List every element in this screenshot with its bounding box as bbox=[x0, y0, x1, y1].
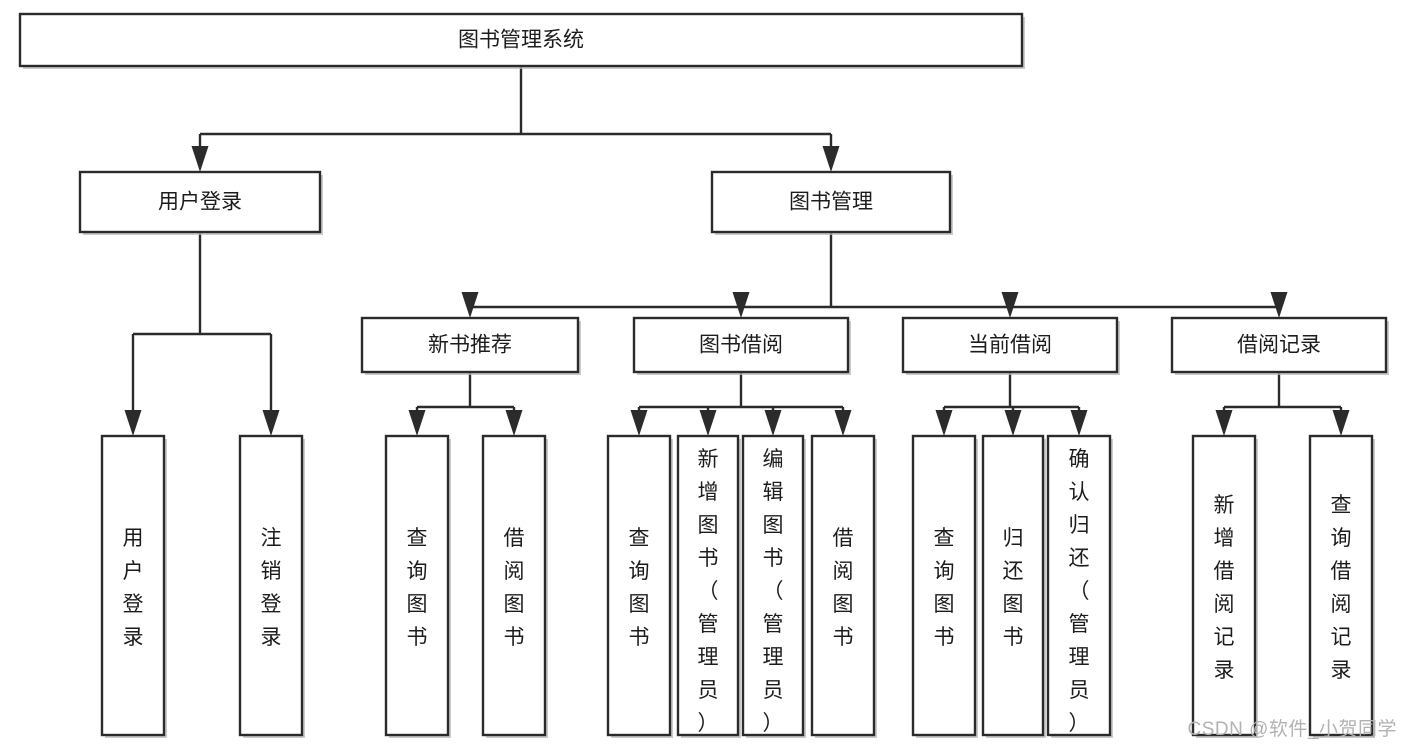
node-label: 归还图书 bbox=[1003, 527, 1024, 649]
node-leaf-leaf-add-book-admin[interactable]: 新增图书（管理员） bbox=[676, 434, 741, 738]
node-box[interactable] bbox=[606, 434, 672, 737]
arrow-head-leaf-query-book-cb bbox=[935, 410, 953, 436]
connector-layer bbox=[124, 66, 1350, 436]
node-label: 新增借阅记录 bbox=[1214, 494, 1235, 682]
node-label: 查询图书 bbox=[934, 527, 955, 649]
node-root-图书管理系统[interactable]: 图书管理系统 bbox=[18, 12, 1025, 69]
arrow-head-leaf-query-book-rec bbox=[408, 410, 426, 436]
node-leaf-leaf-query-book-br[interactable]: 查询图书 bbox=[606, 434, 673, 738]
node-box[interactable] bbox=[78, 170, 322, 234]
node-label: 新增图书（管理员） bbox=[698, 448, 719, 735]
node-box[interactable] bbox=[1308, 434, 1374, 737]
node-label: 查询借阅记录 bbox=[1331, 494, 1352, 682]
node-level2-book-borrow[interactable]: 图书借阅 bbox=[632, 316, 851, 375]
node-box[interactable] bbox=[632, 316, 850, 374]
node-label: 编辑图书（管理员） bbox=[763, 448, 784, 735]
node-box[interactable] bbox=[981, 434, 1045, 737]
node-box[interactable] bbox=[810, 434, 876, 737]
node-label: 借阅图书 bbox=[833, 527, 854, 649]
node-leaf-leaf-return-book[interactable]: 归还图书 bbox=[981, 434, 1046, 738]
node-leaf-leaf-user-login[interactable]: 用户登录 bbox=[100, 434, 167, 738]
node-label: 图书管理 bbox=[789, 191, 873, 214]
node-box[interactable] bbox=[911, 434, 977, 737]
node-level2-new-book-recommend[interactable]: 新书推荐 bbox=[360, 316, 581, 375]
node-label: 图书借阅 bbox=[699, 334, 783, 357]
node-leaf-leaf-query-borrow-record[interactable]: 查询借阅记录 bbox=[1308, 434, 1375, 738]
arrow-head-leaf-user-login bbox=[124, 410, 142, 436]
node-level2-borrow-record[interactable]: 借阅记录 bbox=[1170, 316, 1389, 375]
node-level1-user-login[interactable]: 用户登录 bbox=[78, 170, 323, 235]
arrow-head-book-borrow bbox=[732, 292, 750, 318]
arrow-head-current-borrow bbox=[1001, 292, 1019, 318]
arrow-head-leaf-add-book-admin bbox=[699, 410, 717, 436]
node-label: 用户登录 bbox=[158, 191, 242, 214]
csdn-watermark: CSDN @软件_小贺同学 bbox=[1187, 719, 1397, 740]
node-leaf-leaf-query-book-rec[interactable]: 查询图书 bbox=[384, 434, 451, 738]
node-label: 注销登录 bbox=[261, 527, 282, 649]
node-label: 借阅图书 bbox=[504, 527, 525, 649]
arrow-head-leaf-return-book bbox=[1004, 410, 1022, 436]
node-leaf-leaf-borrow-book-br[interactable]: 借阅图书 bbox=[810, 434, 877, 738]
node-box[interactable] bbox=[710, 170, 952, 234]
node-box[interactable] bbox=[741, 434, 805, 737]
node-level2-current-borrow[interactable]: 当前借阅 bbox=[901, 316, 1120, 375]
node-box[interactable] bbox=[100, 434, 166, 737]
node-label: 查询图书 bbox=[629, 527, 650, 649]
node-leaf-leaf-confirm-return-admin[interactable]: 确认归还（管理员） bbox=[1046, 434, 1113, 738]
node-leaf-leaf-edit-book-admin[interactable]: 编辑图书（管理员） bbox=[741, 434, 806, 738]
node-leaf-leaf-user-logout[interactable]: 注销登录 bbox=[238, 434, 305, 738]
node-box[interactable] bbox=[901, 316, 1119, 374]
node-label: 用户登录 bbox=[123, 527, 144, 649]
node-box[interactable] bbox=[360, 316, 580, 374]
node-label: 新书推荐 bbox=[428, 334, 512, 357]
arrow-head-leaf-query-book-br bbox=[630, 410, 648, 436]
arrow-head-leaf-query-borrow-record bbox=[1332, 410, 1350, 436]
arrow-head-leaf-borrow-book-br bbox=[834, 410, 852, 436]
node-label: 当前借阅 bbox=[968, 334, 1052, 357]
node-label: 确认归还（管理员） bbox=[1069, 448, 1090, 735]
node-leaf-leaf-query-book-cb[interactable]: 查询图书 bbox=[911, 434, 978, 738]
node-box[interactable] bbox=[384, 434, 450, 737]
node-label: 查询图书 bbox=[407, 527, 428, 649]
arrow-head-leaf-borrow-book-rec bbox=[505, 410, 523, 436]
arrow-head-leaf-confirm-return-admin bbox=[1070, 410, 1088, 436]
node-box[interactable] bbox=[676, 434, 740, 737]
node-box[interactable] bbox=[1191, 434, 1257, 737]
arrow-head-leaf-user-logout bbox=[262, 410, 280, 436]
arrow-head-user-login bbox=[191, 146, 209, 172]
node-label: 图书管理系统 bbox=[458, 29, 584, 52]
node-layer: 图书管理系统用户登录图书管理新书推荐图书借阅当前借阅借阅记录用户登录注销登录查询… bbox=[18, 12, 1389, 738]
arrow-head-leaf-edit-book-admin bbox=[764, 410, 782, 436]
node-box[interactable] bbox=[238, 434, 304, 737]
node-box[interactable] bbox=[481, 434, 547, 737]
node-leaf-leaf-add-borrow-record[interactable]: 新增借阅记录 bbox=[1191, 434, 1258, 738]
node-label: 借阅记录 bbox=[1237, 334, 1321, 357]
node-box[interactable] bbox=[18, 12, 1024, 68]
node-leaf-leaf-borrow-book-rec[interactable]: 借阅图书 bbox=[481, 434, 548, 738]
arrow-head-leaf-add-borrow-record bbox=[1215, 410, 1233, 436]
node-box[interactable] bbox=[1046, 434, 1112, 737]
arrow-head-new-book-recommend bbox=[461, 292, 479, 318]
node-level1-book-manage[interactable]: 图书管理 bbox=[710, 170, 953, 235]
node-box[interactable] bbox=[1170, 316, 1388, 374]
arrow-head-borrow-record bbox=[1270, 292, 1288, 318]
arrow-head-book-manage bbox=[822, 146, 840, 172]
